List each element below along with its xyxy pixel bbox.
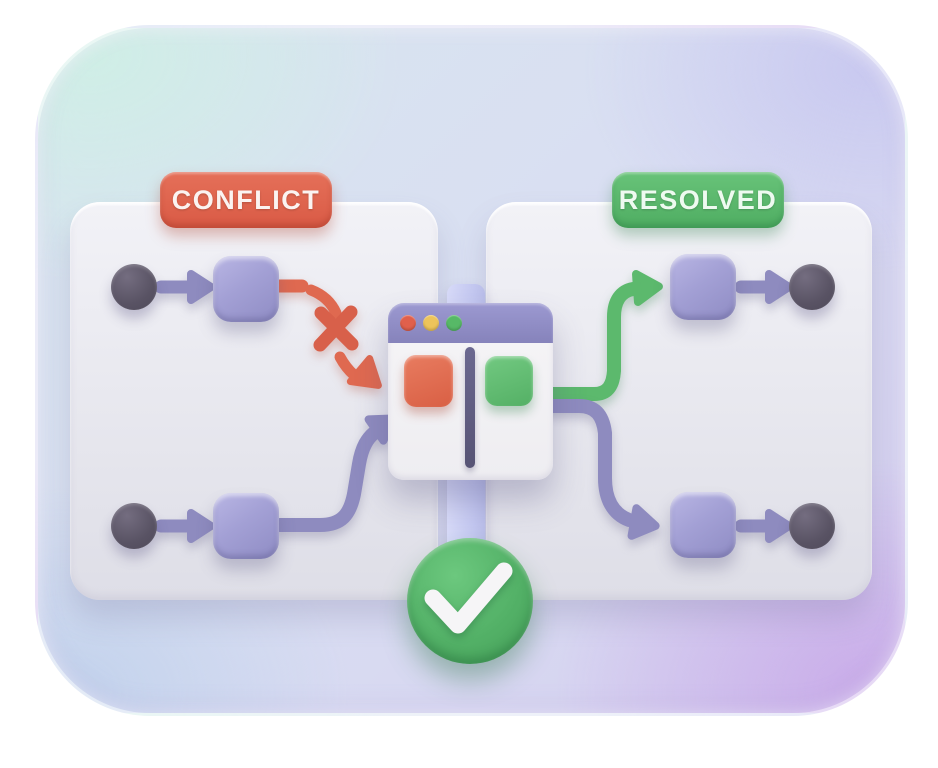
commit-dot [789, 264, 835, 310]
merge-window-titlebar [388, 303, 553, 343]
commit-dot [789, 503, 835, 549]
conflict-change-block [404, 355, 453, 407]
resolved-badge: RESOLVED [612, 172, 784, 228]
conflict-badge: CONFLICT [160, 172, 332, 228]
branch-node [670, 492, 736, 558]
window-dot-red-icon [400, 315, 416, 331]
success-check-badge [407, 538, 533, 664]
resolved-badge-label: RESOLVED [618, 184, 778, 215]
check-icon [424, 562, 513, 634]
commit-dot [111, 264, 157, 310]
merge-window [388, 303, 553, 480]
branch-node [670, 254, 736, 320]
diff-divider [465, 347, 475, 468]
resolved-change-block [485, 356, 533, 406]
branch-node [213, 256, 279, 322]
branch-node [213, 493, 279, 559]
window-dot-yellow-icon [423, 315, 439, 331]
conflict-badge-label: CONFLICT [171, 184, 321, 215]
window-dot-green-icon [446, 315, 462, 331]
commit-dot [111, 503, 157, 549]
